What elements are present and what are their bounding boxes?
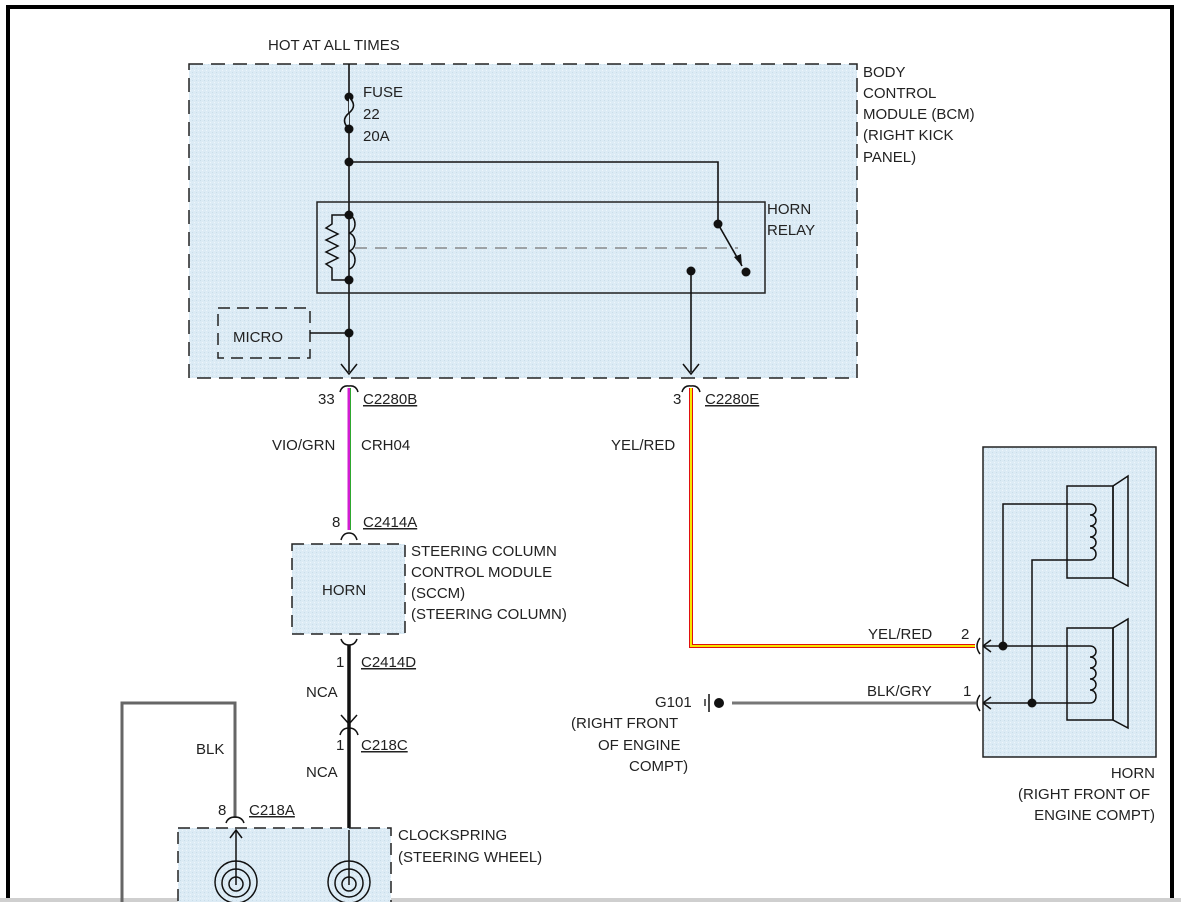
c2414d-connector[interactable]: C2414D — [361, 654, 416, 671]
wire-yel-red-label-horn: YEL/RED — [868, 626, 932, 643]
svg-text:(STEERING COLUMN): (STEERING COLUMN) — [411, 606, 567, 623]
wire-vio-grn — [347, 388, 351, 530]
relay-coil-icon — [324, 210, 356, 285]
horn-connector-pin1-icon — [976, 694, 981, 712]
fuse-label: FUSE — [363, 84, 403, 101]
svg-text:HORN: HORN — [767, 201, 811, 218]
svg-text:BODY: BODY — [863, 64, 906, 81]
wire-blk — [120, 701, 237, 902]
horn-relay-box — [316, 201, 766, 294]
sccm-horn-label: HORN — [322, 582, 366, 599]
clockspring-coil-left-icon — [214, 828, 258, 902]
connector-c2280b-icon — [339, 385, 359, 393]
svg-text:(RIGHT KICK: (RIGHT KICK — [863, 127, 954, 144]
svg-text:CLOCKSPRING: CLOCKSPRING — [398, 827, 507, 844]
connector-c2414d-icon — [340, 638, 358, 646]
connector-c2414a-icon — [340, 532, 358, 541]
horn-pin-1: 1 — [963, 683, 971, 700]
svg-text:ENGINE COMPT): ENGINE COMPT) — [1034, 807, 1155, 824]
svg-text:OF ENGINE: OF ENGINE — [598, 737, 681, 754]
power-label: HOT AT ALL TIMES — [268, 37, 400, 54]
ground-location-label: (RIGHT FRONT OF ENGINE COMPT) — [571, 715, 688, 775]
svg-text:RELAY: RELAY — [767, 222, 815, 239]
ground-name: G101 — [655, 694, 692, 711]
horn-speaker-bottom-icon — [1066, 617, 1129, 730]
clockspring-label: CLOCKSPRING (STEERING WHEEL) — [398, 827, 542, 866]
svg-text:MODULE (BCM): MODULE (BCM) — [863, 106, 975, 123]
sccm-module-box — [291, 543, 406, 635]
wire-yel-red — [689, 388, 975, 648]
horn-label: HORN (RIGHT FRONT OF ENGINE COMPT) — [1018, 765, 1155, 824]
bcm-label: BODY CONTROL MODULE (BCM) (RIGHT KICK PA… — [863, 64, 975, 166]
c218c-pin: 1 — [336, 737, 344, 754]
micro-label: MICRO — [233, 329, 283, 346]
svg-text:CONTROL MODULE: CONTROL MODULE — [411, 564, 552, 581]
c2280b-pin: 33 — [318, 391, 335, 408]
pin-arrow-c218c — [340, 714, 358, 726]
wire-nca-label-1: NCA — [306, 684, 338, 701]
c2280e-connector[interactable]: C2280E — [705, 391, 759, 408]
clockspring-coil-right-icon — [327, 830, 371, 902]
horn-internal-wiring — [982, 503, 1090, 710]
ground-icon — [704, 694, 724, 712]
horn-relay-label: HORN RELAY — [767, 201, 815, 239]
svg-text:HORN: HORN — [1111, 765, 1155, 782]
wire-vio-grn-circuit: CRH04 — [361, 437, 410, 454]
relay-switch-icon — [686, 219, 751, 277]
sccm-label: STEERING COLUMN CONTROL MODULE (SCCM) (S… — [411, 543, 567, 623]
wire-blk-label: BLK — [196, 741, 224, 758]
fuse-icon — [343, 96, 355, 130]
c2280b-connector[interactable]: C2280B — [363, 391, 417, 408]
horn-pin-2: 2 — [961, 626, 969, 643]
fuse-rating: 20A — [363, 128, 390, 145]
svg-text:(SCCM): (SCCM) — [411, 585, 465, 602]
horn-component-box — [982, 446, 1157, 758]
svg-text:(RIGHT FRONT OF: (RIGHT FRONT OF — [1018, 786, 1150, 803]
wire-nca-label-2: NCA — [306, 764, 338, 781]
pin-arrow-c2280b — [340, 363, 358, 376]
c2280e-pin: 3 — [673, 391, 681, 408]
svg-text:STEERING COLUMN: STEERING COLUMN — [411, 543, 557, 560]
horn-connector-pin2-icon — [976, 637, 981, 655]
svg-text:PANEL): PANEL) — [863, 149, 916, 166]
c218a-connector[interactable]: C218A — [249, 802, 295, 819]
bcm-module-box — [188, 63, 858, 379]
wire-vio-grn-color: VIO/GRN — [272, 437, 335, 454]
svg-text:(RIGHT FRONT: (RIGHT FRONT — [571, 715, 678, 732]
page-frame — [6, 5, 1174, 902]
c218a-pin: 8 — [218, 802, 226, 819]
svg-text:(STEERING WHEEL): (STEERING WHEEL) — [398, 849, 542, 866]
wire-yel-red-label-top: YEL/RED — [611, 437, 675, 454]
pin-arrow-c2280e — [682, 363, 700, 376]
c2414a-pin: 8 — [332, 514, 340, 531]
fuse-number: 22 — [363, 106, 380, 123]
svg-text:COMPT): COMPT) — [629, 758, 688, 775]
horn-speaker-top-icon — [1066, 474, 1129, 588]
c2414a-connector[interactable]: C2414A — [363, 514, 417, 531]
clockspring-box — [177, 827, 392, 902]
connector-c218c-icon — [339, 727, 359, 736]
wire-blk-gry-label: BLK/GRY — [867, 683, 932, 700]
svg-text:CONTROL: CONTROL — [863, 85, 936, 102]
bottom-scrollbar-strip[interactable] — [0, 898, 1181, 902]
c2414d-pin: 1 — [336, 654, 344, 671]
connector-c2280e-icon — [681, 385, 701, 393]
connector-c218a-icon — [225, 816, 245, 824]
c218c-connector[interactable]: C218C — [361, 737, 408, 754]
